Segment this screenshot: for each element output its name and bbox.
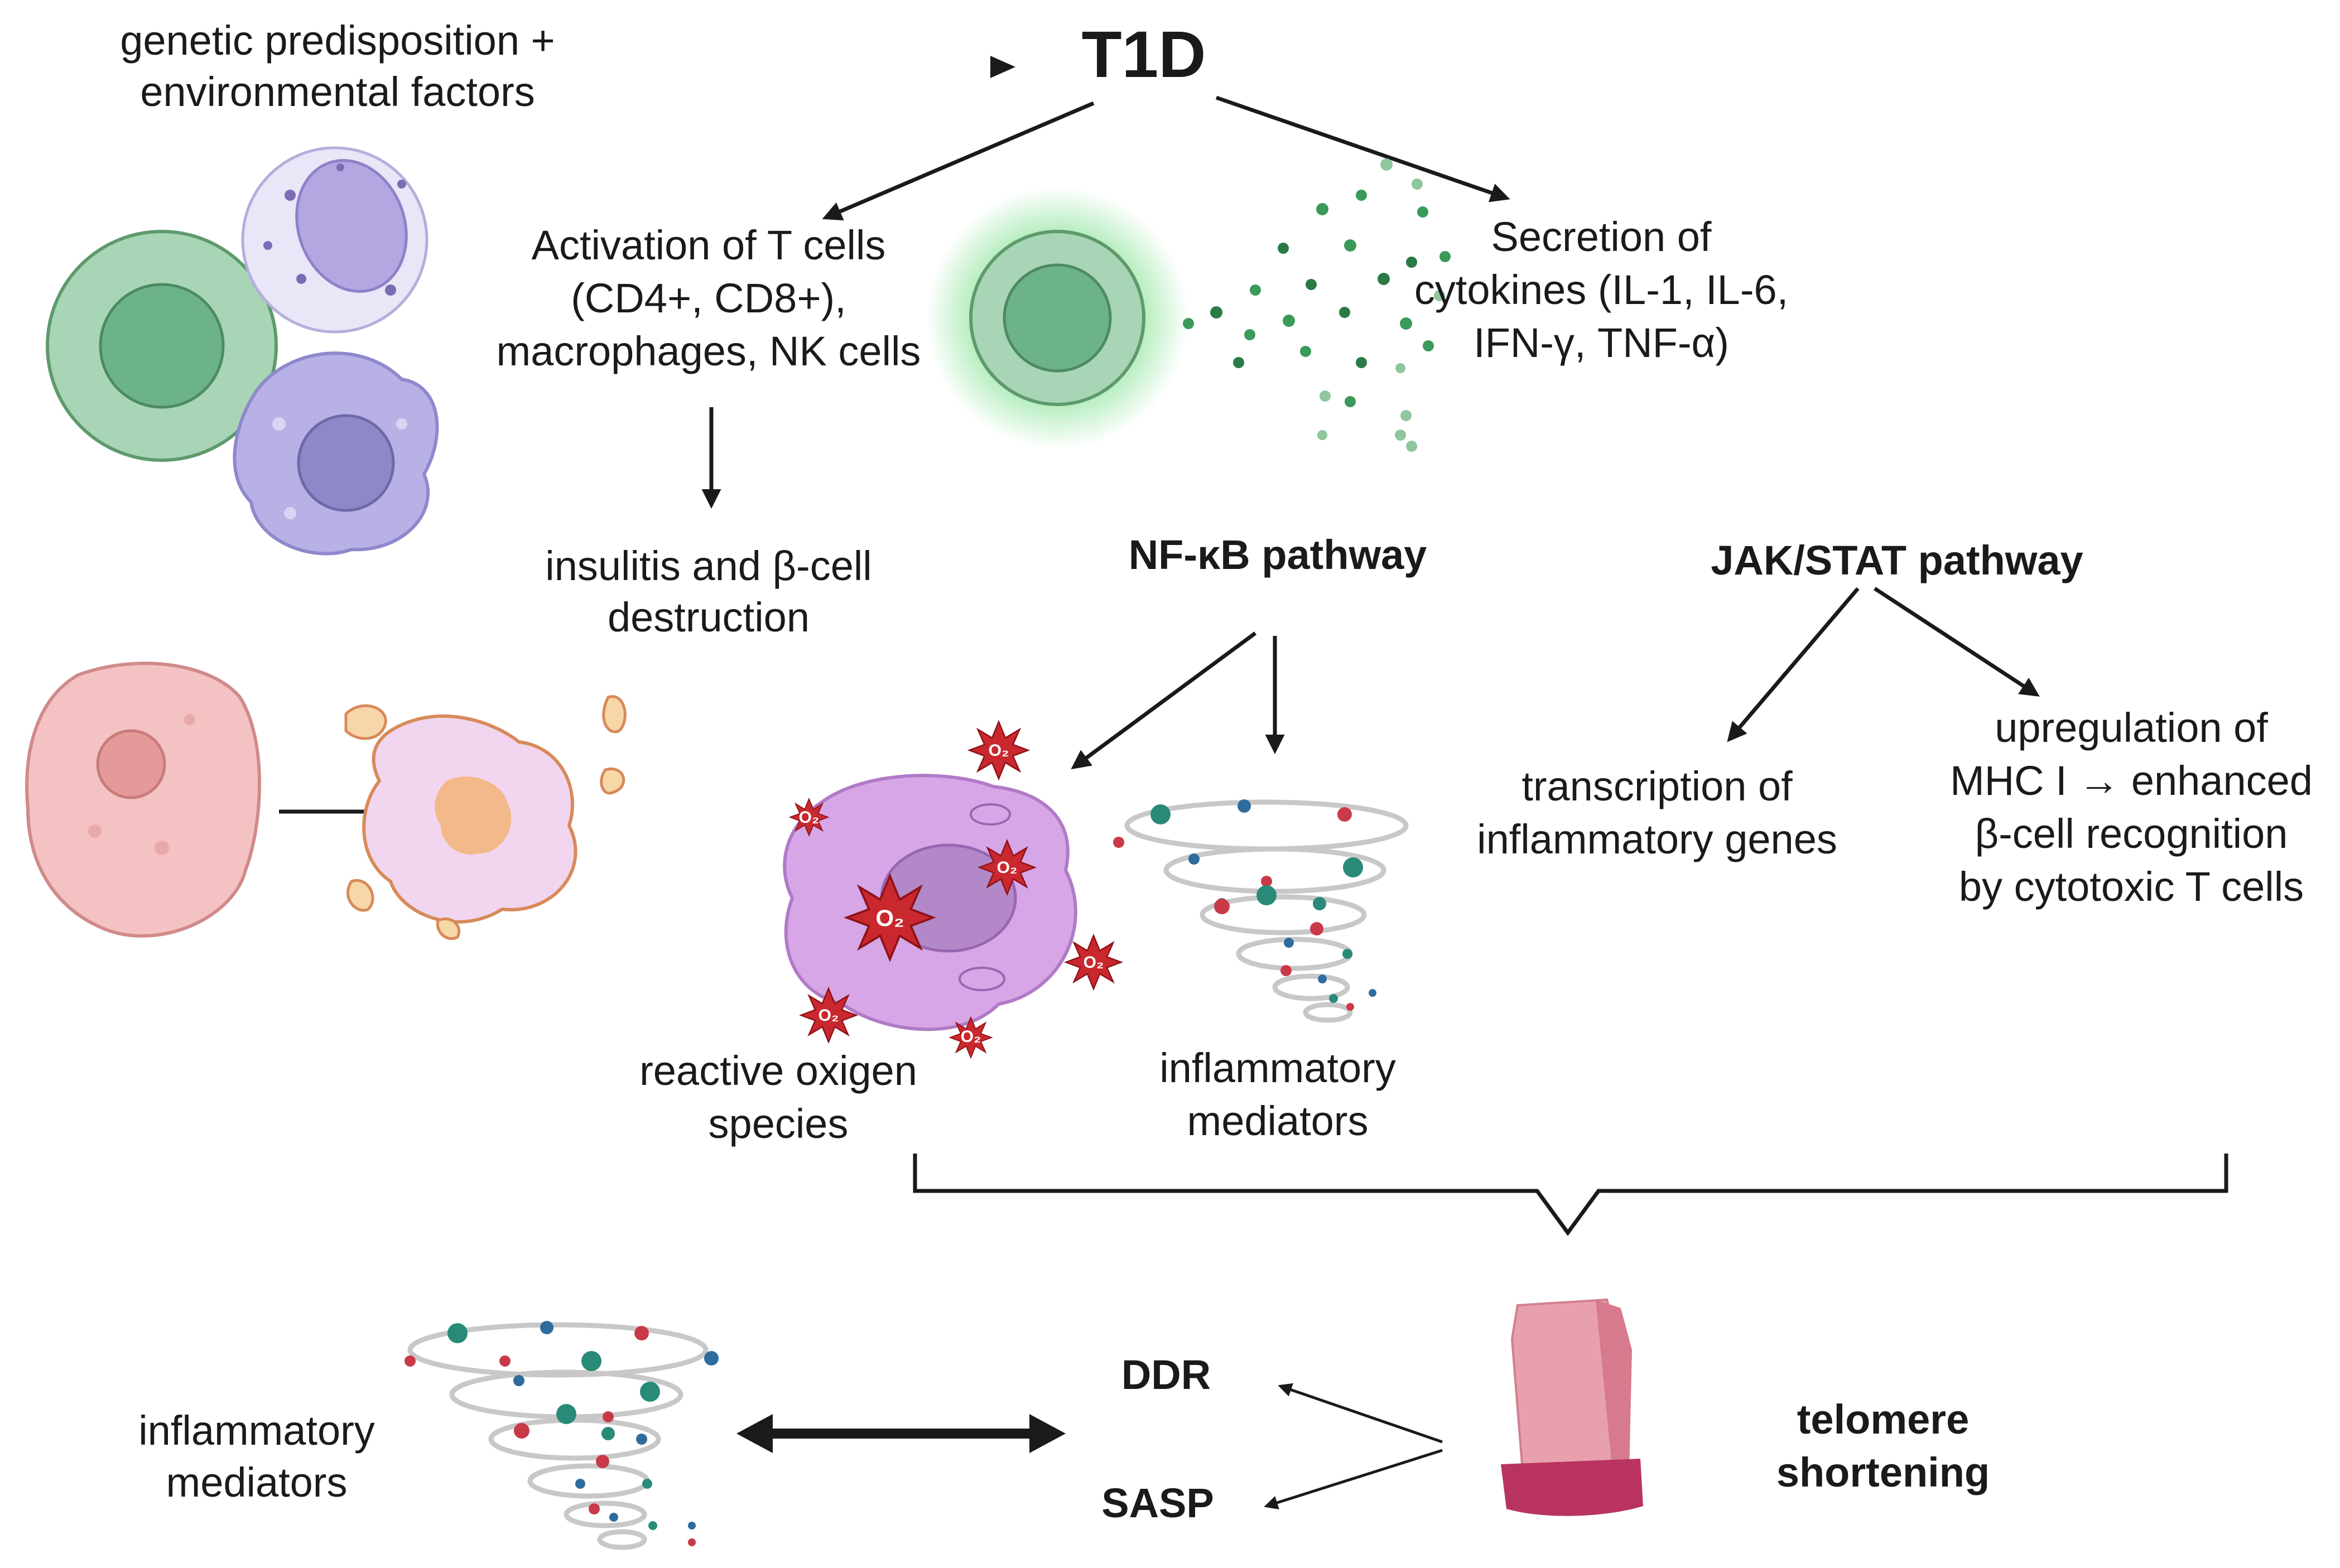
arrow-t1d-to-activation <box>822 101 1095 221</box>
transcription-line-1: transcription of <box>1522 763 1793 809</box>
apoptotic-cell-icon <box>344 695 627 940</box>
secretion-line-1: Secretion of <box>1491 214 1712 260</box>
activation-line-3: macrophages, NK cells <box>497 328 921 374</box>
telomere-icon <box>1501 1298 1643 1516</box>
nfkb-pathway-label: NF-κB pathway <box>1129 532 1427 578</box>
mediator-dots-bottom <box>405 1321 719 1546</box>
mediators-bottom-line-1: inflammatory <box>138 1407 375 1454</box>
ros-bursts: O₂ O₂ O₂ O₂ O₂ O₂ O₂ <box>789 721 1122 1058</box>
mediator-dots-mid <box>1113 799 1376 1011</box>
ddr-label: DDR <box>1121 1352 1211 1398</box>
secreting-cell-illustration <box>926 187 1188 449</box>
summary-bracket <box>913 1154 2228 1236</box>
ros-label-2: O₂ <box>799 808 820 827</box>
immune-cells-illustration <box>46 146 439 556</box>
upregulation-line-2: MHC I → enhanced <box>1950 758 2313 804</box>
activation-line-1: Activation of T cells <box>532 222 886 268</box>
insulitis-line-2: destruction <box>608 594 810 640</box>
upregulation-line-4: by cytotoxic T cells <box>1959 863 2304 910</box>
telomere-line-2: shortening <box>1776 1449 1990 1495</box>
ros-text-line-2: species <box>709 1101 849 1147</box>
sasp-label: SASP <box>1101 1480 1214 1526</box>
ros-label-7: O₂ <box>961 1027 981 1046</box>
cytokine-dots <box>1183 158 1451 452</box>
nk-cell-icon <box>241 146 428 334</box>
transcription-line-2: inflammatory genes <box>1477 816 1837 862</box>
macrophage-icon <box>233 351 439 556</box>
ros-text-line-1: reactive oxigen <box>639 1048 917 1094</box>
upregulation-line-1: upregulation of <box>1995 705 2268 751</box>
double-arrow-left-head <box>736 1414 773 1453</box>
arrow-jakstat-to-upregulation <box>1874 587 2040 697</box>
double-arrow-right-head <box>1029 1414 1066 1453</box>
arrow-telomere-to-sasp <box>1264 1449 1443 1509</box>
mediators-bottom-line-2: mediators <box>166 1459 348 1506</box>
ros-label-1: O₂ <box>989 741 1009 760</box>
activation-line-2: (CD4+, CD8+), <box>571 275 846 321</box>
jakstat-pathway-label: JAK/STAT pathway <box>1711 537 2083 583</box>
arrow-t1d-to-secretion <box>1215 95 1510 202</box>
secretion-line-2: cytokines (IL-1, IL-6, <box>1414 267 1788 313</box>
mediator-tornado-mid <box>1124 799 1409 1023</box>
arrow-telomere-to-ddr <box>1278 1383 1443 1444</box>
ros-label-6: O₂ <box>818 1006 839 1025</box>
title-t1d: T1D <box>1082 18 1206 91</box>
mediator-tornado-bottom <box>407 1322 709 1550</box>
insulitis-line-1: insulitis and β-cell <box>545 543 872 589</box>
beta-cell-illustration <box>25 662 261 938</box>
cause-line-2: environmental factors <box>140 69 535 115</box>
ros-label-4: O₂ <box>997 858 1018 877</box>
mediators-mid-line-1: inflammatory <box>1159 1045 1396 1091</box>
arrow-nfkb-to-ros <box>1071 631 1257 770</box>
upregulation-line-3: β-cell recognition <box>1975 810 2288 857</box>
cause-line-1: genetic predisposition + <box>120 17 555 64</box>
ros-label-5: O₂ <box>1084 953 1104 972</box>
telomere-line-1: telomere <box>1797 1396 1969 1442</box>
arrow-jakstat-to-transcription <box>1727 587 1860 742</box>
mediators-mid-line-2: mediators <box>1187 1098 1369 1144</box>
arrow-cause-head <box>990 56 1015 78</box>
ros-label-3: O₂ <box>875 905 904 931</box>
secretion-line-3: IFN-γ, TNF-α) <box>1474 320 1729 366</box>
